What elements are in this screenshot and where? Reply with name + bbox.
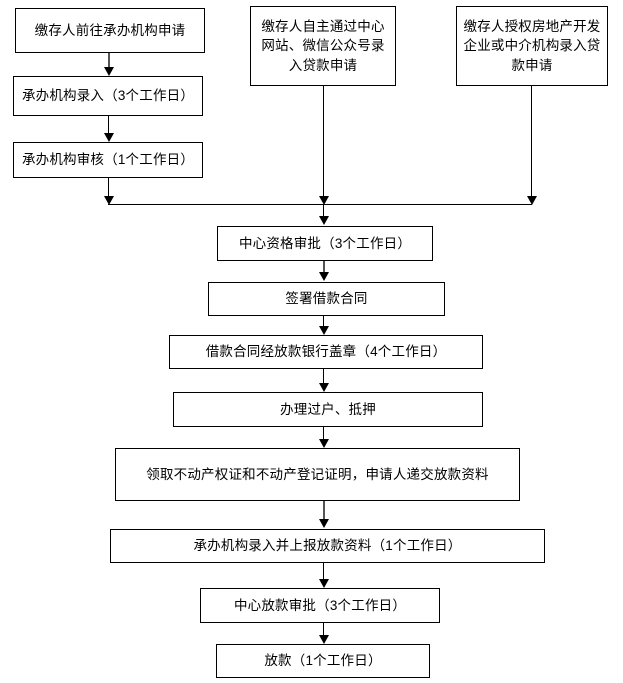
connector-n5-bus	[108, 178, 109, 198]
arrowhead-n7-n8	[319, 326, 329, 335]
arrowhead-n4-n5	[104, 133, 114, 142]
arrowhead-n6-n7	[319, 272, 329, 281]
node-label: 缴存人自主通过中心网站、微信公众号录入贷款申请	[261, 18, 385, 73]
node-agency-review[interactable]: 承办机构审核（1个工作日）	[13, 142, 203, 178]
node-agency-entry[interactable]: 承办机构录入（3个工作日）	[13, 76, 203, 116]
arrowhead-n2-bus	[319, 196, 329, 205]
connector-n4-n5	[108, 116, 109, 134]
node-bank-seal-contract[interactable]: 借款合同经放款银行盖章（4个工作日）	[169, 335, 483, 369]
arrowhead-bus-n6	[319, 216, 329, 225]
connector-n7-n8	[323, 316, 324, 327]
node-transfer-and-mortgage[interactable]: 办理过户、抵押	[173, 392, 483, 427]
node-label: 缴存人前往承办机构申请	[34, 22, 186, 38]
connector-n8-n9	[323, 369, 324, 384]
arrowhead-n10-n11	[319, 519, 329, 528]
node-self-online-application[interactable]: 缴存人自主通过中心网站、微信公众号录入贷款申请	[250, 6, 396, 86]
arrowhead-n12-n13	[319, 635, 329, 644]
node-center-disbursement-approval[interactable]: 中心放款审批（3个工作日）	[200, 588, 440, 623]
arrowhead-n5-bus	[104, 196, 114, 205]
connector-n1-n4	[108, 53, 110, 69]
node-label: 领取不动产权证和不动产登记证明，申请人递交放款资料	[146, 466, 489, 482]
connector-n2-bus	[323, 86, 324, 198]
node-label: 借款合同经放款银行盖章（4个工作日）	[205, 344, 447, 360]
node-label: 承办机构录入（3个工作日）	[21, 88, 195, 104]
connector-n9-n10	[323, 427, 324, 440]
arrowhead-n1-n4	[104, 67, 114, 76]
arrowhead-n3-bus	[527, 196, 537, 205]
node-disbursement[interactable]: 放款（1个工作日）	[216, 644, 430, 678]
node-agency-entry-report-materials[interactable]: 承办机构录入并上报放款资料（1个工作日）	[110, 529, 545, 563]
node-label: 承办机构录入并上报放款资料（1个工作日）	[193, 538, 462, 554]
node-label: 承办机构审核（1个工作日）	[21, 152, 195, 168]
node-label: 签署借款合同	[285, 291, 368, 307]
connector-bus-n6	[323, 204, 324, 218]
arrowhead-n8-n9	[319, 383, 329, 392]
arrowhead-n11-n12	[319, 579, 329, 588]
connector-n11-n12	[323, 563, 324, 580]
connector-n10-n11	[323, 501, 325, 521]
node-label: 中心放款审批（3个工作日）	[233, 597, 407, 613]
node-center-qualification-approval[interactable]: 中心资格审批（3个工作日）	[217, 226, 433, 261]
node-apply-at-agency[interactable]: 缴存人前往承办机构申请	[15, 8, 205, 53]
node-label: 办理过户、抵押	[280, 401, 376, 417]
node-label: 中心资格审批（3个工作日）	[238, 235, 412, 251]
connector-n3-bus	[531, 86, 532, 198]
arrowhead-n9-n10	[319, 439, 329, 448]
node-sign-loan-contract[interactable]: 签署借款合同	[208, 282, 445, 316]
node-authorized-developer-application[interactable]: 缴存人授权房地产开发企业或中介机构录入贷款申请	[456, 6, 608, 86]
connector-n6-n7	[323, 261, 325, 274]
node-label: 放款（1个工作日）	[264, 653, 382, 669]
connector-n12-n13	[323, 623, 324, 636]
node-collect-certificates-submit-materials[interactable]: 领取不动产权证和不动产登记证明，申请人递交放款资料	[115, 448, 520, 501]
node-label: 缴存人授权房地产开发企业或中介机构录入贷款申请	[463, 18, 601, 73]
